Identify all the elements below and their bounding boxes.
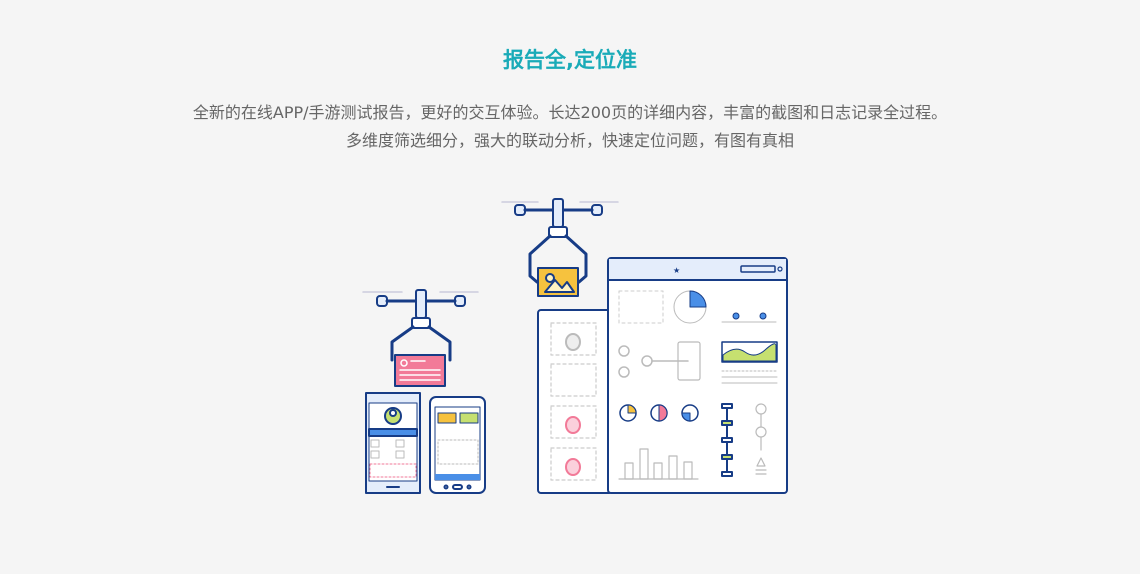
drone-icon xyxy=(362,289,479,362)
section-description-line1: 全新的在线APP/手游测试报告，更好的交互体验。长达200页的详细内容，丰富的截… xyxy=(192,103,948,122)
section-description-line2: 多维度筛选细分，强大的联动分析，快速定位问题，有图有真相 xyxy=(345,131,794,150)
report-window: ★ xyxy=(607,257,788,494)
drone-icon xyxy=(501,198,619,284)
section-title: 报告全,定位准 xyxy=(503,48,637,72)
bar-chart-icon xyxy=(618,448,699,480)
image-card-icon xyxy=(537,267,579,297)
phone-gallery-icon xyxy=(429,396,486,494)
star-icon: ★ xyxy=(673,266,680,275)
search-icon xyxy=(777,266,783,272)
bug-icon xyxy=(565,458,581,476)
phone-profile-icon xyxy=(365,392,421,494)
bug-icon xyxy=(565,416,581,434)
bug-icon xyxy=(565,333,581,351)
bug-report-card-icon xyxy=(394,354,446,387)
bug-list-panel xyxy=(537,309,613,494)
